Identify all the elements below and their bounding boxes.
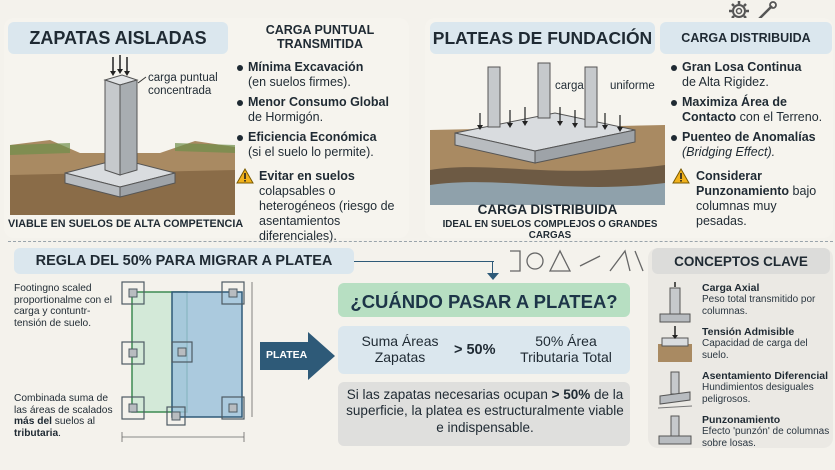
zapatas-footer: VIABLE EN SUELOS DE ALTA COMPETENCIA [8, 218, 244, 230]
explanation-box [338, 382, 630, 446]
plan-drawing [121, 281, 253, 442]
plateas-title: PLATEAS DE FUNDACIÓN [430, 22, 655, 54]
uniform-load-label-2: uniforme [610, 80, 655, 92]
footing-note: Footingno scaled proportionalme con el c… [14, 283, 112, 330]
plateas-warning: Considerar Punzonamiento bajo columnas m… [696, 169, 817, 228]
concept-axial: Carga Axial Peso total transmitido por c… [652, 282, 832, 332]
platea-arrow [260, 332, 335, 380]
formula-box [338, 326, 630, 374]
axial-load-icon [659, 282, 691, 323]
question-box [338, 283, 630, 317]
plateas-footer-sub: IDEAL EN SUELOS COMPLEJOS O GRANDES CARG… [442, 219, 658, 242]
plateas-bullet-2: Maximiza Área de Contacto con el Terreno… [671, 95, 832, 125]
concept-punching: Punzonamiento Efecto 'punzón' de columna… [652, 414, 832, 464]
tools-icon [756, 0, 778, 22]
isolated-footing-illustration [10, 55, 235, 215]
zapatas-bullet-3: Eficiencia Económica(si el suelo lo perm… [237, 130, 408, 160]
warning-icon [236, 168, 254, 184]
warning-icon [672, 168, 690, 184]
concepts-title: CONCEPTOS CLAVE [652, 248, 830, 274]
rule-title: REGLA DEL 50% PARA MIGRAR A PLATEA [14, 248, 354, 274]
punching-icon [658, 415, 692, 445]
drawing-tools-icons [505, 246, 645, 276]
rule-connector-arrow [487, 273, 499, 280]
rule-connector-drop [492, 261, 493, 275]
question-title: ¿CUÁNDO PASAR A PLATEA? [350, 291, 618, 312]
concept-tension: Tensión Admisible Capacidad de carga del… [652, 326, 832, 376]
platea-arrow-label: PLATEA [266, 349, 308, 361]
zapatas-subtitle: CARGA PUNTUAL TRANSMITIDA [234, 22, 406, 54]
soil-pressure-icon [658, 326, 692, 362]
rule-connector [354, 261, 494, 262]
explanation-text: Si las zapatas necesarias ocupan > 50% d… [346, 387, 624, 435]
combined-note: Combinada suma de las áreas de scalados … [14, 393, 113, 440]
mat-foundation-illustration [430, 62, 665, 205]
plateas-bullet-3: Puenteo de Anomalías(Bridging Effect). [671, 130, 832, 160]
uniform-load-label-1: carga [555, 80, 584, 92]
point-load-label: carga puntual concentrada [148, 72, 218, 98]
formula-operator: > 50% [454, 342, 496, 358]
section-divider [8, 241, 833, 242]
settlement-icon [657, 371, 693, 409]
plateas-subtitle: CARGA DISTRIBUIDA [660, 22, 832, 54]
plateas-footer-title: CARGA DISTRIBUIDA [477, 202, 618, 217]
zapatas-title: ZAPATAS AISLADAS [8, 22, 228, 54]
zapatas-warning: Evitar en suelos colapsables o heterogén… [259, 169, 395, 243]
zapatas-bullet-1: Mínima Excavación(en suelos firmes). [237, 60, 408, 90]
concept-settlement: Asentamiento Diferencial Hundimientos de… [652, 370, 832, 420]
